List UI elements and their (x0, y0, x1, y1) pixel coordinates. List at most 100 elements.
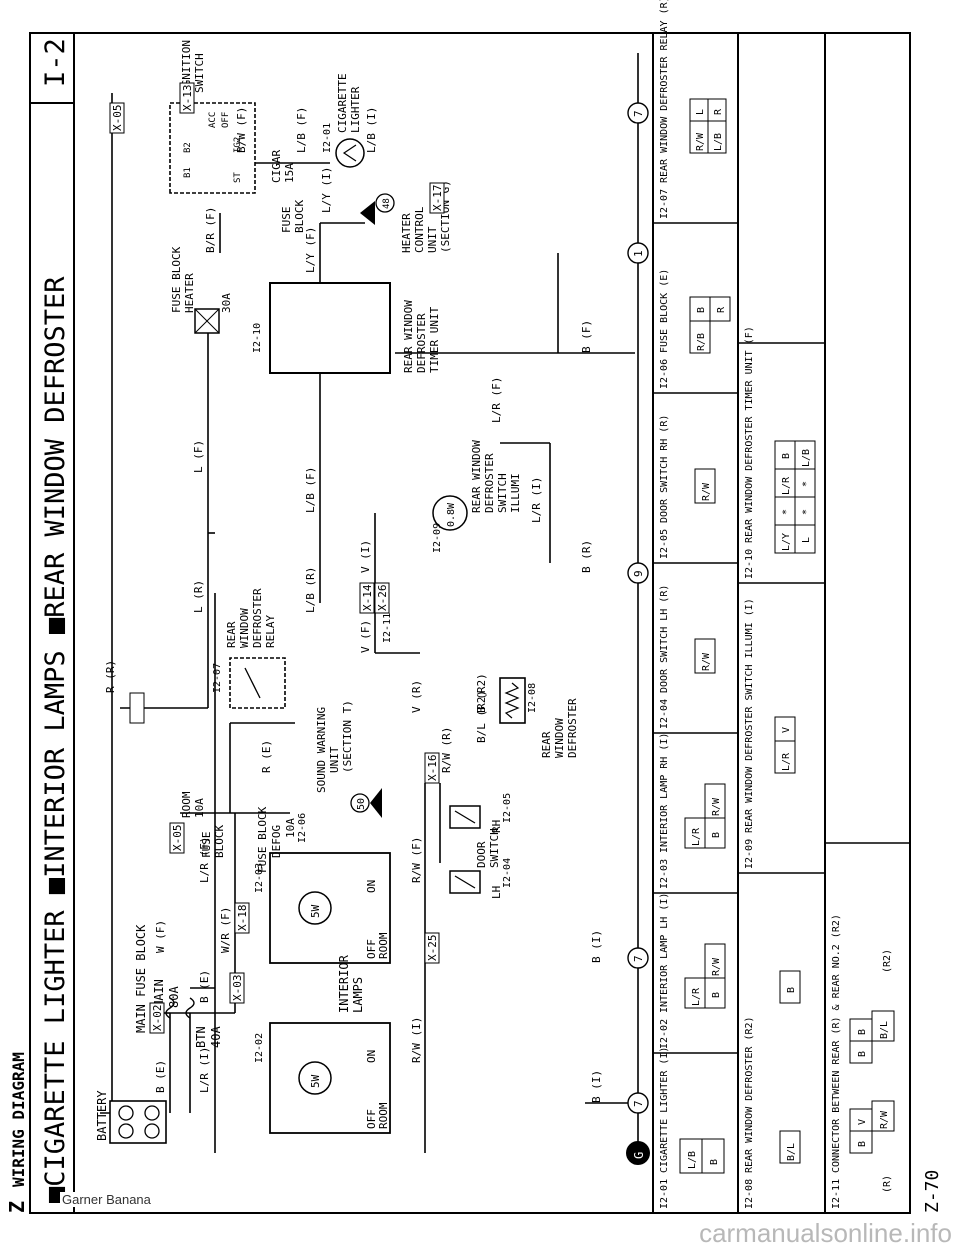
svg-text:L (R): L (R) (192, 580, 205, 613)
svg-text:ROOM: ROOM (180, 791, 193, 818)
svg-text:X-16: X-16 (426, 755, 439, 782)
svg-text:B (I): B (I) (590, 930, 603, 963)
svg-text:L/R (F): L/R (F) (490, 377, 503, 423)
svg-text:*: * (801, 509, 812, 515)
svg-text:MAIN FUSE BLOCK: MAIN FUSE BLOCK (134, 924, 148, 1033)
svg-text:X-03: X-03 (231, 975, 244, 1002)
svg-text:REAR: REAR (225, 621, 238, 648)
svg-text:I2-10: I2-10 (252, 323, 263, 353)
svg-text:I2-01: I2-01 (659, 1179, 670, 1209)
door-switch-rh: RH (449, 805, 503, 833)
svg-text:REAR WINDOW DEFROSTER RELAY (R: REAR WINDOW DEFROSTER RELAY (R) (659, 0, 670, 183)
svg-text:X-05: X-05 (111, 105, 124, 132)
svg-text:DEFROSTER: DEFROSTER (251, 588, 264, 648)
svg-text:L/Y (F): L/Y (F) (304, 227, 317, 273)
svg-text:CIGARETTE: CIGARETTE (336, 73, 349, 133)
svg-text:BTN: BTN (194, 1026, 208, 1048)
svg-text:DEFROSTER: DEFROSTER (415, 313, 428, 373)
svg-text:I2-02: I2-02 (659, 1019, 670, 1049)
svg-text:DOOR SWITCH LH (R): DOOR SWITCH LH (R) (659, 585, 670, 693)
svg-text:L/B: L/B (687, 1151, 698, 1169)
svg-text:R/W (I): R/W (I) (410, 1017, 423, 1063)
svg-text:V: V (781, 727, 792, 733)
svg-text:HEATER: HEATER (400, 213, 413, 253)
svg-text:R (R): R (R) (104, 660, 117, 693)
svg-text:DEFOG: DEFOG (270, 825, 283, 858)
svg-text:G: G (632, 1152, 646, 1159)
svg-text:X-17: X-17 (431, 185, 444, 212)
svg-text:V: V (857, 1119, 868, 1125)
svg-text:B (I): B (I) (590, 1070, 603, 1103)
svg-text:*: * (801, 481, 812, 487)
svg-text:80A: 80A (167, 986, 181, 1008)
svg-text:FUSE BLOCK: FUSE BLOCK (170, 246, 183, 313)
svg-text:I2-04: I2-04 (659, 699, 670, 729)
page-number: Z-70 (922, 1170, 943, 1213)
svg-text:L/R: L/R (781, 752, 792, 771)
ignition-switch: IGNITION SWITCH B1 B2 ST IG2 ACC OFF (169, 40, 256, 194)
svg-text:0.8W: 0.8W (446, 502, 457, 527)
svg-text:L/B (F): L/B (F) (304, 467, 317, 513)
svg-text:I2-11: I2-11 (382, 613, 393, 643)
svg-text:CONTROL: CONTROL (413, 206, 426, 253)
svg-text:B (E): B (E) (154, 1060, 167, 1093)
svg-text:DEFROSTER: DEFROSTER (566, 698, 579, 758)
svg-text:L/R: L/R (691, 827, 702, 846)
svg-text:I2-06: I2-06 (659, 359, 670, 389)
svg-text:I2-09: I2-09 (432, 523, 443, 553)
svg-text:7: 7 (632, 955, 645, 962)
svg-text:DOOR: DOOR (475, 841, 488, 868)
svg-text:I2-09: I2-09 (744, 839, 755, 869)
terminal-ids: I2-01 I2-02 I2-03 I2-04 I2-05 I2-06 I2-0… (212, 123, 538, 1063)
svg-text:UNIT: UNIT (426, 226, 439, 253)
svg-text:1: 1 (632, 250, 645, 257)
svg-text:I2-03: I2-03 (254, 863, 265, 893)
main-fuse-block: MAIN FUSE BLOCK MAIN 80A BTN 40A (134, 924, 223, 1048)
svg-text:I2-08: I2-08 (527, 683, 538, 713)
svg-text:B: B (709, 1159, 720, 1165)
svg-text:R/W: R/W (701, 482, 712, 501)
svg-text:I2-02: I2-02 (254, 1033, 265, 1063)
svg-text:REAR WINDOW DEFROSTER TIMER UN: REAR WINDOW DEFROSTER TIMER UNIT (F) (744, 326, 755, 543)
svg-text:B/W (F): B/W (F) (235, 107, 248, 153)
connector-tags: X-02 X-03 X-05 X-05 X-13 X-14 X-16 X-17 … (109, 82, 445, 1034)
svg-text:HEATER: HEATER (183, 273, 196, 313)
svg-text:I2-05: I2-05 (502, 793, 513, 823)
svg-text:INTERIOR LAMP LH (I): INTERIOR LAMP LH (I) (659, 893, 670, 1013)
svg-text:L/B (I): L/B (I) (365, 107, 378, 153)
interior-lamp-rh: 5W OFF ROOM ON (269, 852, 391, 964)
svg-text:X-18: X-18 (236, 905, 249, 932)
svg-text:L: L (695, 109, 706, 115)
rear-defroster: REAR WINDOW DEFROSTER (499, 677, 579, 758)
svg-text:L/R: L/R (691, 987, 702, 1006)
svg-text:ILLUMI: ILLUMI (509, 473, 522, 513)
svg-text:X-13: X-13 (181, 85, 194, 112)
site-watermark: carmanualsonline.info (699, 1218, 952, 1248)
svg-text:ON: ON (365, 880, 378, 893)
svg-text:I2-05: I2-05 (659, 529, 670, 559)
svg-text:R/W: R/W (701, 652, 712, 671)
svg-text:ACC: ACC (208, 112, 218, 128)
svg-text:FUSE: FUSE (200, 832, 213, 859)
svg-text:OFF: OFF (365, 1109, 378, 1129)
svg-text:L/B: L/B (801, 449, 812, 467)
timer-unit: REAR WINDOW DEFROSTER TIMER UNIT (269, 282, 441, 374)
interior-lamp-lh: 5W OFF ROOM ON (269, 1022, 391, 1134)
svg-text:I2-01: I2-01 (322, 123, 333, 153)
defroster-relay: REAR WINDOW DEFROSTER RELAY (225, 588, 286, 709)
svg-text:9: 9 (632, 570, 645, 577)
svg-text:B (E): B (E) (198, 970, 211, 1003)
svg-text:SOUND WARNING: SOUND WARNING (315, 707, 328, 793)
svg-text:ST: ST (233, 172, 243, 183)
svg-text:30A: 30A (220, 293, 233, 313)
svg-text:BLOCK: BLOCK (293, 200, 306, 233)
heater-control-unit: 48 HEATER CONTROL UNIT (SECTION G) (360, 180, 452, 253)
svg-text:(R2): (R2) (882, 949, 893, 973)
svg-text:7: 7 (632, 1100, 645, 1107)
